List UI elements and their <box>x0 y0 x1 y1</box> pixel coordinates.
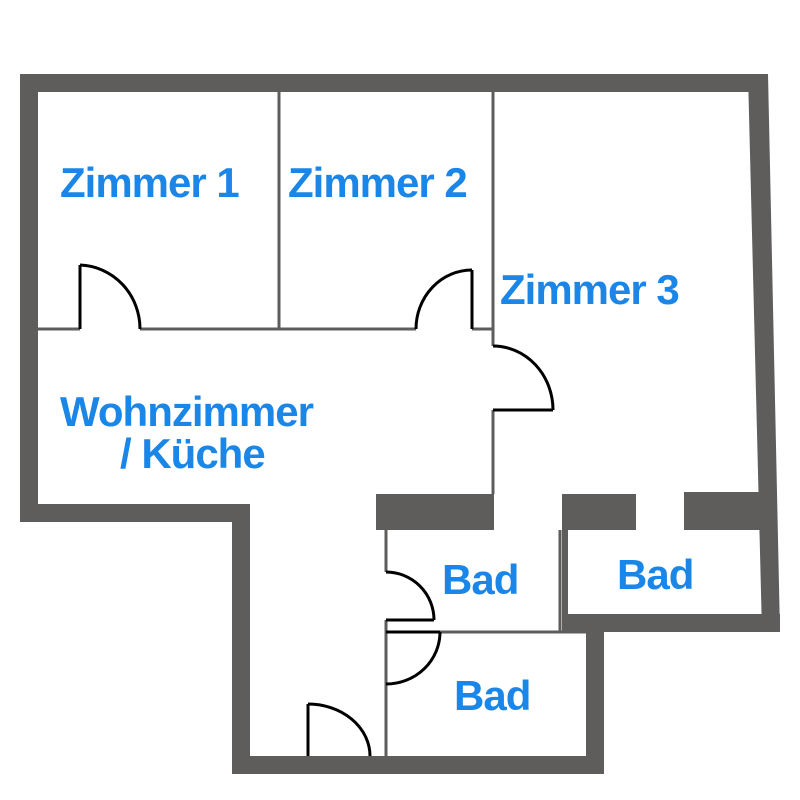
room-label-zimmer3: Zimmer 3 <box>500 266 679 313</box>
wall-left-bottom <box>20 504 250 522</box>
outer-walls <box>20 74 780 774</box>
door-entrance <box>306 702 372 757</box>
wall-right <box>748 74 780 632</box>
door-bad-left <box>385 570 436 622</box>
room-label-zimmer1: Zimmer 1 <box>60 159 239 206</box>
wall-left <box>20 74 38 522</box>
room-label-wohnzimmer-line2: / Küche <box>120 430 265 477</box>
wall-step-bottom <box>562 614 780 632</box>
room-label-bad-bottom: Bad <box>454 672 530 719</box>
wall-bath-step <box>562 494 568 632</box>
wall-bottom <box>232 756 604 774</box>
wall-top <box>20 74 765 92</box>
wall-bath-top-middle <box>562 494 636 530</box>
door-zimmer2 <box>414 268 474 330</box>
wall-bath-top-left <box>376 494 494 530</box>
room-label-bad-left: Bad <box>442 556 518 603</box>
wall-bath-top-right <box>684 492 766 530</box>
room-label-bad-right: Bad <box>617 551 693 598</box>
interior-thick-walls <box>376 492 766 632</box>
doors <box>78 263 555 757</box>
wall-bath-right <box>586 614 604 774</box>
door-bad-bottom <box>385 630 442 686</box>
door-zimmer1 <box>78 263 142 330</box>
room-label-wohnzimmer-line1: Wohnzimmer <box>60 388 314 435</box>
room-label-zimmer2: Zimmer 2 <box>288 159 467 206</box>
partition-lines <box>38 92 586 756</box>
wall-corridor-left <box>232 504 250 774</box>
room-labels: Zimmer 1 Zimmer 2 Zimmer 3 Wohnzimmer / … <box>60 159 694 719</box>
door-zimmer3 <box>492 344 555 412</box>
